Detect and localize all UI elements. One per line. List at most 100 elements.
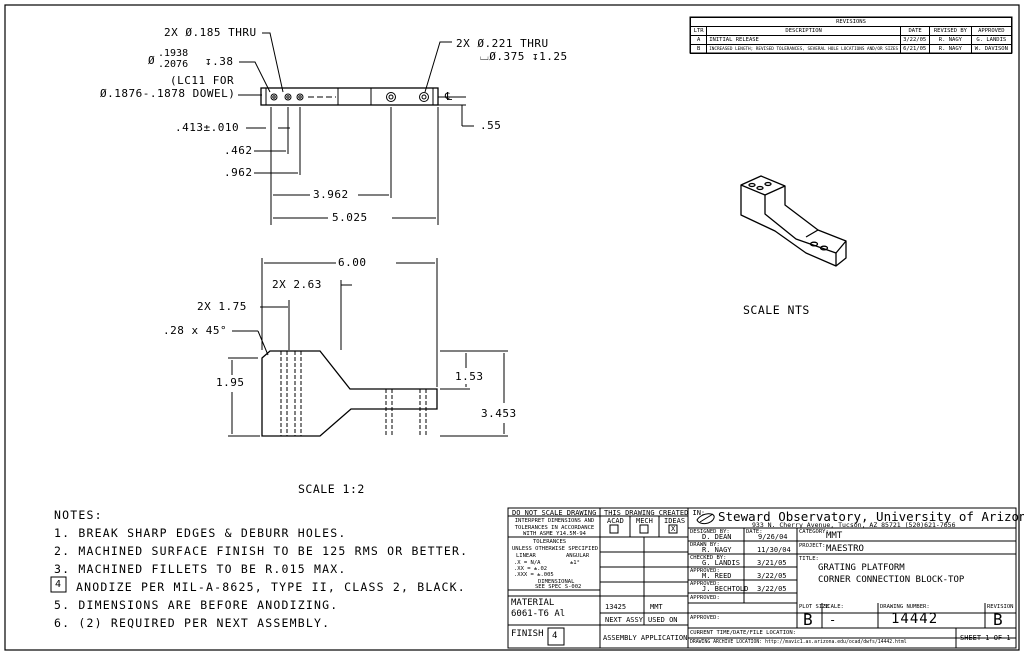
- label-cb-phi: Ø: [148, 54, 156, 67]
- tb-title-label: TITLE:: [799, 556, 819, 562]
- tb-approved-1: M. REED: [702, 572, 732, 580]
- tb-approved-label-1: APPROVED:: [690, 568, 720, 574]
- note-2: 2. MACHINED SURFACE FINISH TO BE 125 RMS…: [54, 544, 469, 558]
- dim-413: .413±.010: [175, 121, 240, 134]
- rev-header-desc: DESCRIPTION: [706, 26, 902, 36]
- tb-plot-size: B: [803, 610, 813, 629]
- tb-material-label: MATERIAL: [511, 598, 555, 608]
- tb-tol-x: .X = N/A: [514, 560, 541, 566]
- tb-diml-1: DIMENSIONAL: [538, 579, 575, 585]
- note-1: 1. BREAK SHARP EDGES & DEBURR HOLES.: [54, 526, 347, 540]
- tb-approved-label-3: APPROVED:: [690, 595, 720, 601]
- tb-checked-date: 3/21/05: [757, 559, 787, 567]
- label-cb-dia-bot: .2076: [158, 59, 189, 70]
- tb-dwg-no-label: DRAWING NUMBER:: [880, 604, 930, 610]
- tb-dwg-no: 14442: [891, 611, 939, 627]
- tb-title-1: GRATING PLATFORM: [818, 563, 905, 573]
- dim-55: .55: [480, 119, 502, 132]
- tb-designed-date: 9/26/04: [758, 533, 788, 541]
- tb-sheet: SHEET 1 OF 1: [960, 634, 1011, 642]
- dim-153: 1.53: [455, 370, 484, 383]
- label-cb-dia-top: .1938: [158, 48, 189, 59]
- tb-date-label: DATE:: [746, 529, 763, 535]
- label-holes-left: 2X Ø.185 THRU: [164, 26, 257, 39]
- dim-195: 1.95: [216, 376, 245, 389]
- tb-interpret: INTERPRET DIMENSIONS AND TOLERANCES IN A…: [514, 518, 595, 537]
- front-view: [228, 258, 508, 437]
- tb-assy-app: ASSEMBLY APPLICATION: [603, 634, 688, 642]
- label-holes-right-1: 2X Ø.221 THRU: [456, 37, 549, 50]
- rev-header-revby: REVISED BY: [929, 26, 972, 36]
- tb-approved-2-date: 3/22/05: [757, 585, 787, 593]
- tb-tol-angv: ±1°: [570, 560, 580, 566]
- tb-tol-lin: LINEAR: [516, 553, 536, 559]
- dim-462: .462: [224, 144, 253, 157]
- tb-approved-1-date: 3/22/05: [757, 572, 787, 580]
- isometric-view: [740, 175, 847, 267]
- tb-finish-label: FINISH: [511, 629, 544, 639]
- tb-next-proj: MMT: [650, 603, 663, 611]
- dim-962: .962: [224, 166, 253, 179]
- tb-tol-sub: UNLESS OTHERWISE SPECIFIED: [512, 546, 599, 552]
- dim-263: 2X 2.63: [272, 278, 322, 291]
- tb-tol-xxx: .XXX = ±.005: [514, 572, 554, 578]
- tb-drawn-by: R. NAGY: [702, 546, 732, 554]
- tb-cad-ideas: IDEAS: [664, 517, 686, 525]
- revisions-table: REVISIONS LTR DESCRIPTION DATE REVISED B…: [689, 17, 1013, 54]
- tb-approved-label-2: APPROVED:: [690, 581, 720, 587]
- tb-plot-size-label: PLOT SIZE: [799, 604, 829, 610]
- dim-3453: 3.453: [481, 407, 517, 420]
- tb-drawn-label: DRAWN BY:: [690, 542, 720, 548]
- tb-checked-label: CHECKED BY:: [690, 555, 727, 561]
- tb-tol-ang: ANGULAR: [566, 553, 590, 559]
- tb-tol-title: TOLERANCES: [533, 539, 567, 545]
- rev-header-approved: APPROVED: [970, 26, 1013, 36]
- tb-category-label: CATEGORY:: [799, 529, 829, 535]
- label-centerline: ℄: [445, 90, 453, 103]
- tb-scale-label: SCALE:: [824, 604, 844, 610]
- tb-cad-mech: MECH: [636, 517, 653, 525]
- tb-approved-label-4: APPROVED:: [690, 615, 720, 621]
- tb-dnsd: DO NOT SCALE DRAWING: [512, 509, 597, 517]
- tb-current-time: CURRENT TIME/DATE/FILE LOCATION:: [690, 630, 796, 636]
- tb-diml-2: SEE SPEC S-002: [535, 584, 582, 590]
- note-3: 3. MACHINED FILLETS TO BE R.015 MAX.: [54, 562, 347, 576]
- dim-5025: 5.025: [332, 211, 368, 224]
- label-holes-right-2: ⌴Ø.375 ↧1.25: [480, 50, 568, 63]
- tb-org: Steward Observatory, University of Arizo…: [718, 509, 1024, 524]
- tb-material: 6061-T6 Al: [511, 609, 566, 619]
- rev-header-date: DATE: [900, 26, 931, 36]
- tb-used-on: USED ON: [648, 616, 678, 624]
- note-5: 5. DIMENSIONS ARE BEFORE ANODIZING.: [54, 598, 339, 612]
- tb-approved-2: J. BECHTOLD: [702, 585, 749, 593]
- tb-designed-label: DESIGNED BY:: [690, 529, 730, 535]
- tb-project: MAESTRO: [826, 544, 864, 554]
- table-row: A INITIAL RELEASE 3/22/05 R. NAGY G. LAN…: [689, 35, 1013, 45]
- rev-header-ltr: LTR: [689, 26, 708, 36]
- tb-finish-flag: 4: [552, 631, 558, 641]
- dim-3962: 3.962: [313, 188, 349, 201]
- tb-checked-by: G. LANDIS: [702, 559, 740, 567]
- chamfer-note: .28 x 45°: [163, 324, 228, 337]
- tb-revision: B: [993, 610, 1003, 629]
- tb-revision-label: REVISION: [987, 604, 1014, 610]
- dim-175: 2X 1.75: [197, 300, 247, 313]
- tb-drawn-date: 11/30/04: [757, 546, 791, 554]
- notes-title: NOTES:: [54, 508, 103, 522]
- tb-project-label: PROJECT:: [799, 543, 826, 549]
- tb-tol-xx: .XX = ±.02: [514, 566, 548, 572]
- table-row: B INCREASED LENGTH; REVISED TOLERANCES, …: [689, 44, 1013, 54]
- note-6: 6. (2) REQUIRED PER NEXT ASSEMBLY.: [54, 616, 331, 630]
- tb-next-num: 13425: [605, 603, 627, 611]
- tb-designed-by: D. DEAN: [702, 533, 732, 541]
- tb-scale: -: [829, 613, 837, 627]
- tb-title-2: CORNER CONNECTION BLOCK-TOP: [818, 575, 965, 585]
- tb-archive: DRAWING ARCHIVE LOCATION: http://mavic1.…: [690, 640, 907, 645]
- tb-cad-ideas-mark: X: [671, 525, 676, 533]
- tb-cad-acad: ACAD: [607, 517, 624, 525]
- label-dowel-1: (LC11 FOR: [170, 74, 235, 87]
- tb-created-in: THIS DRAWING CREATED IN:: [604, 509, 706, 517]
- front-view-scale: SCALE 1:2: [298, 482, 365, 496]
- tb-address: 933 N. Cherry Avenue, Tucson, AZ 85721 (…: [752, 521, 956, 529]
- tb-category: MMT: [826, 531, 843, 541]
